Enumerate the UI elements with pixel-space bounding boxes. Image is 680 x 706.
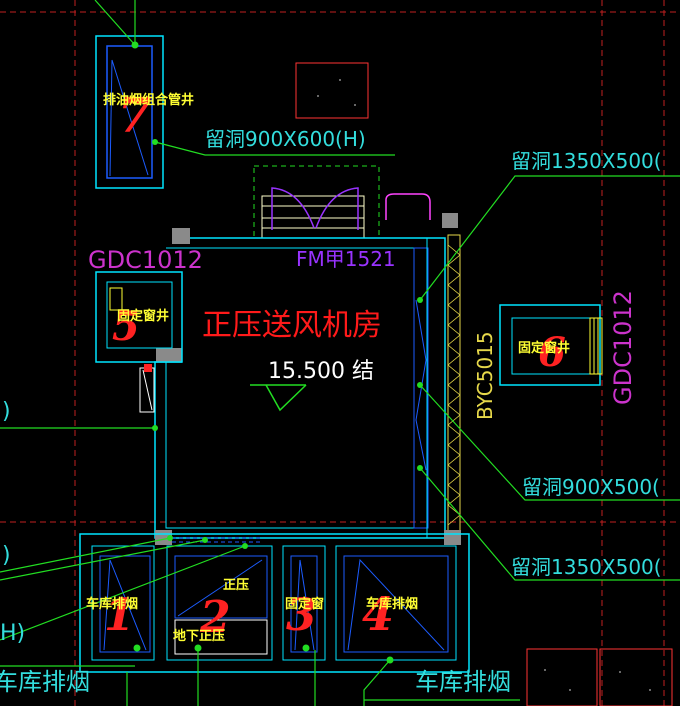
louver-code: BYC5015 <box>473 331 497 420</box>
red-hatch-boxes <box>295 62 673 706</box>
window-well-left <box>95 271 183 413</box>
annotation-3: 3 <box>286 590 317 641</box>
fixed-window-left-label: 固定窗井 <box>117 308 169 324</box>
smoke-shaft <box>95 35 164 189</box>
door-area <box>253 165 431 239</box>
annotation-2: 2 <box>199 592 231 643</box>
basement-positive-pressure-label: 地下正压 <box>173 628 225 644</box>
opening-top-label: 留洞900X600(H) <box>205 127 366 151</box>
opening-right-top-label: 留洞1350X500( <box>511 149 662 173</box>
fixed-window-small-label: 固定窗 <box>285 596 324 612</box>
opening-right-mid-label: 留洞900X500( <box>522 475 660 499</box>
annotation-6: 6 <box>538 329 566 376</box>
edge-paren-1: ) <box>2 399 11 424</box>
edge-paren-2: ) <box>2 543 11 568</box>
positive-pressure-label: 正压 <box>223 578 249 593</box>
garage-exhaust-left-label: 车库排烟 <box>86 596 138 612</box>
door-code: FM甲1521 <box>296 247 396 271</box>
edge-garage-exhaust: 车库排烟 <box>0 668 90 696</box>
annotation-5: 5 <box>112 303 140 350</box>
edge-h: H) <box>0 621 25 646</box>
window-well-right <box>499 304 603 386</box>
smoke-shaft-label: 排油烟组合管井 <box>103 92 194 108</box>
labels: 正压送风机房 15.500 结 排油烟组合管井 留洞900X600(H) 留洞1… <box>0 92 662 696</box>
annotation-numbers: 7 5 6 1 2 3 4 <box>104 88 566 643</box>
fixed-window-right-label: 固定窗井 <box>518 340 570 356</box>
annotation-7: 7 <box>118 88 151 144</box>
connection-dots <box>131 41 423 664</box>
elevation-label: 15.500 结 <box>268 359 374 384</box>
window-right-code: GDC1012 <box>609 290 637 405</box>
annotation-1: 1 <box>104 590 135 641</box>
garage-exhaust-bottom-label: 车库排烟 <box>415 668 511 696</box>
hatch-dots <box>317 79 651 691</box>
room-title: 正压送风机房 <box>202 308 382 343</box>
opening-right-bottom-label: 留洞1350X500( <box>511 555 662 579</box>
annotation-4: 4 <box>362 587 394 641</box>
window-left-code: GDC1012 <box>88 246 203 274</box>
main-room <box>154 234 461 539</box>
garage-exhaust-mid-label: 车库排烟 <box>366 596 418 612</box>
